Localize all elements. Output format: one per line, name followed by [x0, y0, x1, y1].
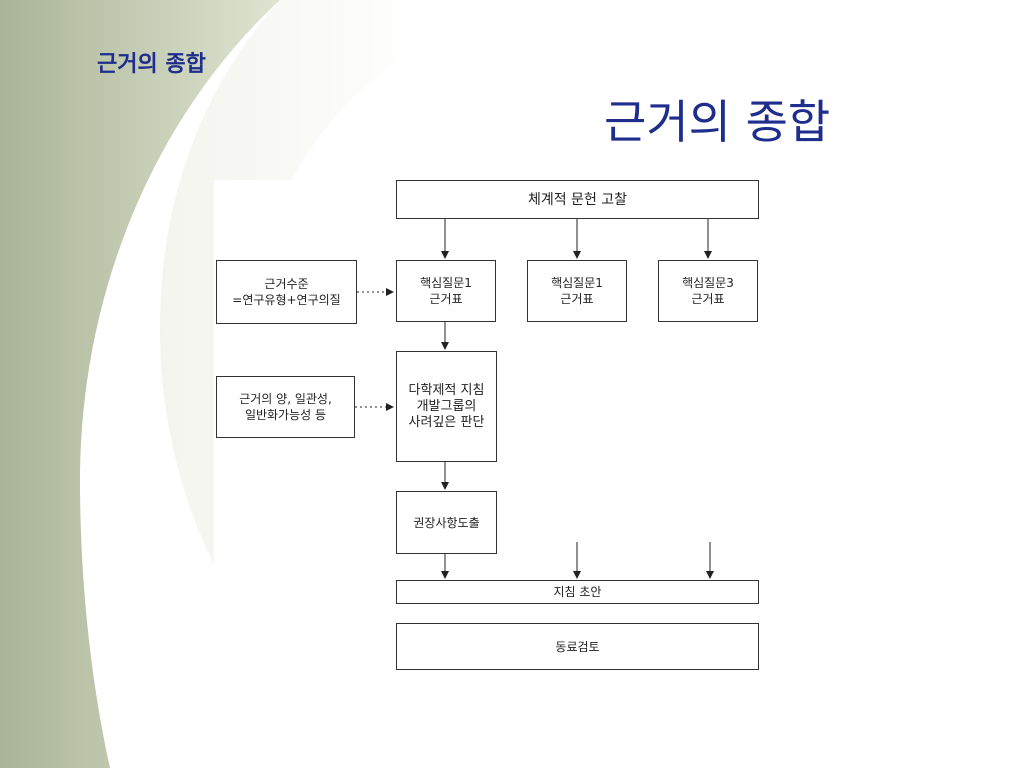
draft-guideline-box: 지침 초안	[396, 580, 759, 604]
key-question-3-table-box: 핵심질문3 근거표	[658, 260, 758, 322]
key-question-1-table-box: 핵심질문1 근거표	[396, 260, 496, 322]
key-question-1b-table-box: 핵심질문1 근거표	[527, 260, 627, 322]
evidence-level-box: 근거수준 =연구유형+연구의질	[216, 260, 357, 324]
flowchart-area: 체계적 문헌 고찰 근거수준 =연구유형+연구의질 핵심질문1 근거표 핵심질문…	[214, 180, 774, 680]
group-judgment-box: 다학제적 지침 개발그룹의 사려깊은 판단	[396, 351, 497, 462]
peer-review-box: 동료검토	[396, 623, 759, 670]
systematic-review-box: 체계적 문헌 고찰	[396, 180, 759, 219]
slide-title: 근거의 종합	[604, 95, 831, 149]
evidence-factors-box: 근거의 양, 일관성, 일반화가능성 등	[216, 376, 355, 438]
slide-small-title: 근거의 종합	[97, 52, 206, 77]
flowchart-connectors	[355, 219, 714, 579]
recommendation-box: 권장사항도출	[396, 491, 497, 554]
